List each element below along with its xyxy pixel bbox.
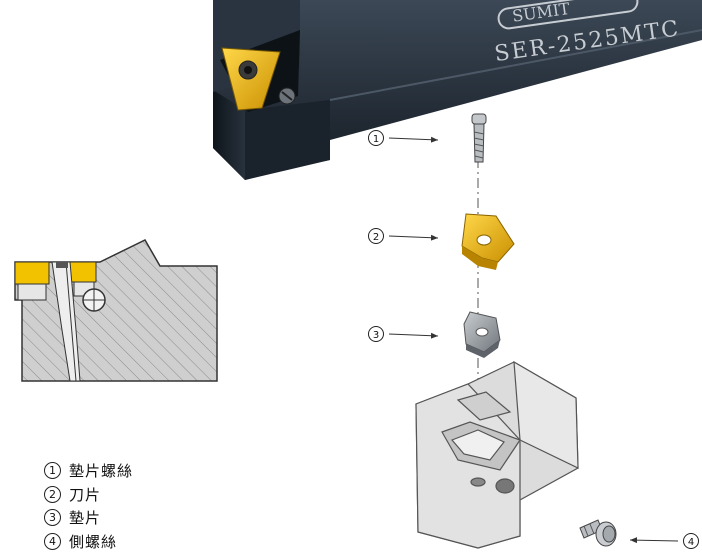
legend-item: 4 側螺絲 (44, 530, 133, 553)
parts-legend: 1 墊片螺絲 2 刀片 3 墊片 4 側螺絲 (44, 459, 133, 553)
callout-2-number: 2 (373, 232, 379, 243)
legend-label: 墊片螺絲 (69, 460, 133, 481)
part-shim-screw (472, 114, 486, 162)
legend-item: 2 刀片 (44, 483, 133, 507)
holder-block-drawing (416, 362, 578, 548)
legend-label: 墊片 (69, 507, 101, 528)
part-side-screw (580, 520, 616, 546)
part-insert (462, 214, 514, 270)
callout-1-number: 1 (373, 134, 379, 145)
legend-label: 刀片 (69, 484, 101, 505)
tool-holder: SUMIT SER-2525MTC (213, 0, 702, 180)
legend-item: 3 墊片 (44, 506, 133, 530)
legend-number: 2 (44, 486, 61, 503)
cross-section-view (15, 240, 217, 381)
callout-4: 4 (630, 534, 699, 549)
legend-label: 側螺絲 (69, 531, 117, 552)
legend-item: 1 墊片螺絲 (44, 459, 133, 483)
callout-4-number: 4 (688, 537, 694, 548)
callout-3: 3 (369, 327, 439, 342)
legend-number: 4 (44, 533, 61, 550)
part-shim (464, 312, 500, 358)
callout-1: 1 (369, 131, 439, 146)
legend-number: 1 (44, 462, 61, 479)
legend-number: 3 (44, 509, 61, 526)
callout-2: 2 (369, 229, 439, 244)
callout-3-number: 3 (373, 330, 379, 341)
